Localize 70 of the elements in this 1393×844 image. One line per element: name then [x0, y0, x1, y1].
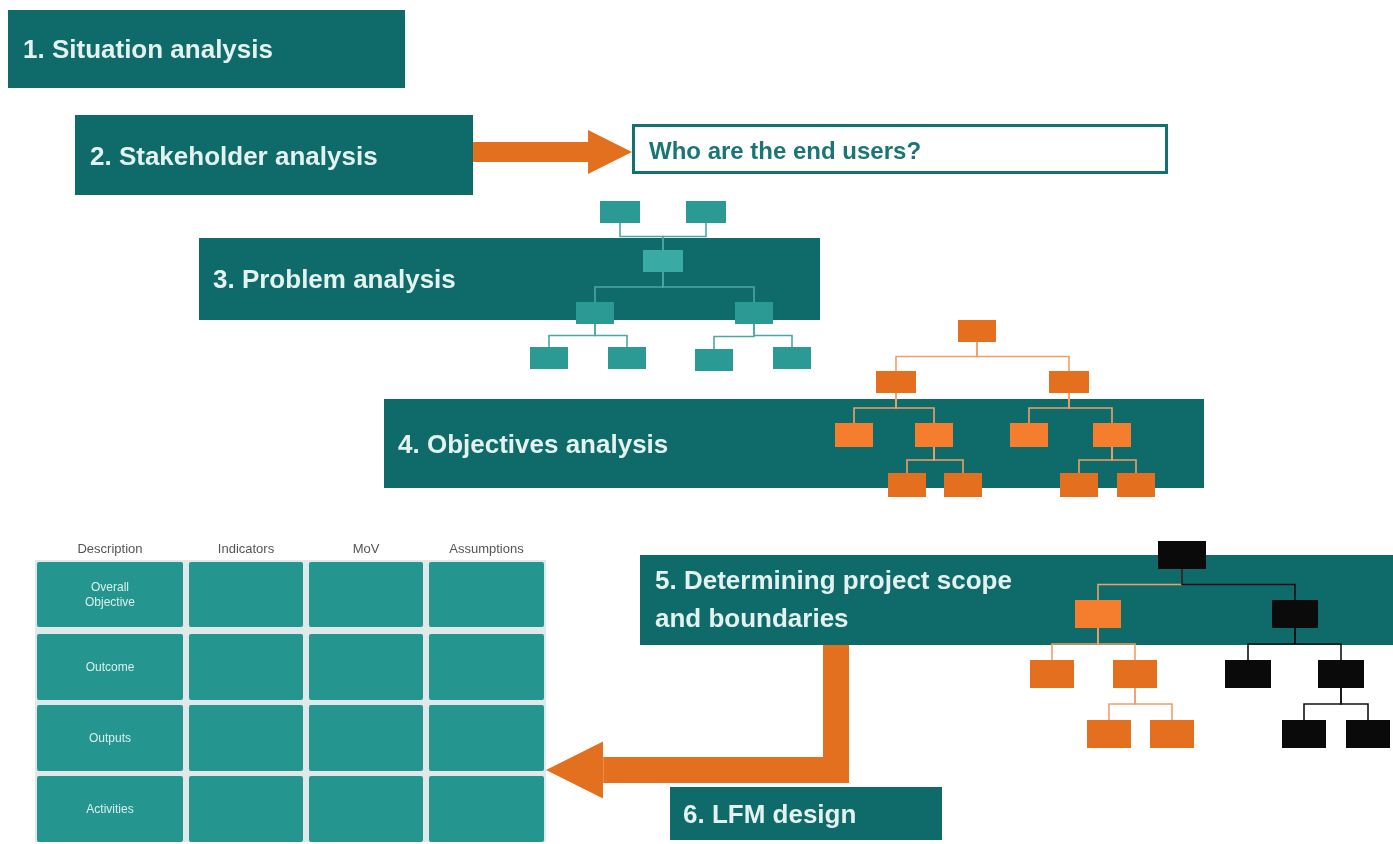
tree-connector	[933, 446, 964, 474]
tree-connector	[1181, 568, 1296, 601]
tree-box	[1087, 720, 1131, 748]
step-label: 1. Situation analysis	[23, 33, 274, 66]
tree-connector	[662, 222, 707, 251]
table-cell: Outcome	[37, 634, 183, 700]
tree-box	[944, 473, 982, 497]
tree-box	[576, 302, 614, 324]
column-header: Indicators	[216, 541, 276, 556]
tree-connector	[1340, 687, 1369, 721]
step-label: 5. Determining project scope and boundaries	[655, 564, 1013, 635]
tree-connector	[1097, 627, 1136, 661]
tree-box	[530, 347, 568, 369]
tree-box	[1117, 473, 1155, 497]
step-band	[384, 399, 1204, 488]
column-header: Description	[76, 541, 144, 556]
tree-connector	[662, 271, 755, 303]
tree-connector	[1134, 687, 1173, 721]
tree-box	[876, 371, 916, 393]
step-label: 2. Stakeholder analysis	[90, 140, 379, 173]
tree-box	[608, 347, 646, 369]
tree-box	[1093, 423, 1131, 447]
tree-box	[773, 347, 811, 369]
step-band	[8, 10, 405, 88]
tree-box	[1150, 720, 1194, 748]
tree-connector	[1068, 392, 1113, 424]
tree-box	[1318, 660, 1364, 688]
column-header: MoV	[351, 541, 381, 556]
table-cell: Outputs	[37, 705, 183, 771]
tree-box	[1346, 720, 1390, 748]
tree-connector	[594, 323, 628, 348]
table-cell: Activities	[37, 776, 183, 842]
step-band	[75, 115, 473, 195]
table-cell: Overall Objective	[37, 562, 183, 627]
step-label: 6. LFM design	[683, 798, 858, 831]
tree-box	[1060, 473, 1098, 497]
tree-connector	[976, 341, 1070, 372]
tree-box	[1282, 720, 1326, 748]
tree-box	[915, 423, 953, 447]
tree-box	[1049, 371, 1089, 393]
tree-box	[1272, 600, 1318, 628]
column-header: Assumptions	[448, 541, 525, 556]
tree-box	[958, 320, 996, 342]
tree-box	[1158, 541, 1206, 569]
step-label: 3. Problem analysis	[213, 263, 457, 296]
tree-connector	[895, 392, 935, 424]
step-label: 4. Objectives analysis	[398, 428, 670, 461]
tree-box	[888, 473, 926, 497]
question-box	[632, 124, 1168, 174]
tree-box	[1010, 423, 1048, 447]
tree-box	[643, 250, 683, 272]
question-text: Who are the end users?	[649, 137, 922, 165]
tree-box	[600, 201, 640, 223]
tree-box	[695, 349, 733, 371]
step-band	[670, 787, 942, 840]
block-arrow	[473, 130, 632, 174]
tree-connector	[1111, 446, 1137, 474]
tree-connector	[1294, 627, 1342, 661]
step-band	[640, 555, 1393, 645]
tree-box	[1030, 660, 1074, 688]
tree-box	[686, 201, 726, 223]
block-arrow	[546, 645, 849, 799]
logframe-table	[35, 560, 546, 842]
tree-box	[1075, 600, 1121, 628]
tree-connector	[753, 323, 793, 348]
tree-box	[735, 302, 773, 324]
tree-box	[835, 423, 873, 447]
tree-box	[1113, 660, 1157, 688]
step-band	[199, 238, 820, 320]
tree-box	[1225, 660, 1271, 688]
